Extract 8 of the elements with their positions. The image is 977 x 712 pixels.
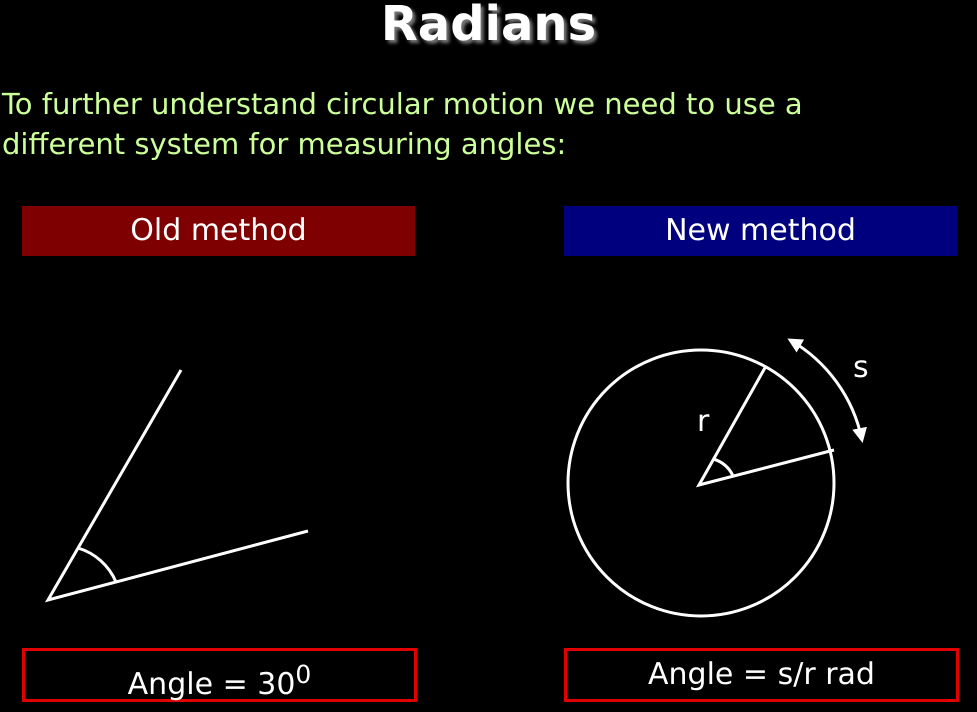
result-box: Angle = s/r rad [564, 648, 959, 702]
method-heading: Old method [22, 206, 415, 256]
title: Radians [380, 0, 598, 52]
result-box: Angle = 30$^{0}$ [22, 648, 417, 702]
radius-label: r [697, 404, 710, 439]
method-heading: New method [564, 206, 957, 256]
intro-text: To further understand circular motion we need to use a different system for measuring angles: [2, 86, 804, 163]
arc-length-label: s [853, 350, 869, 385]
